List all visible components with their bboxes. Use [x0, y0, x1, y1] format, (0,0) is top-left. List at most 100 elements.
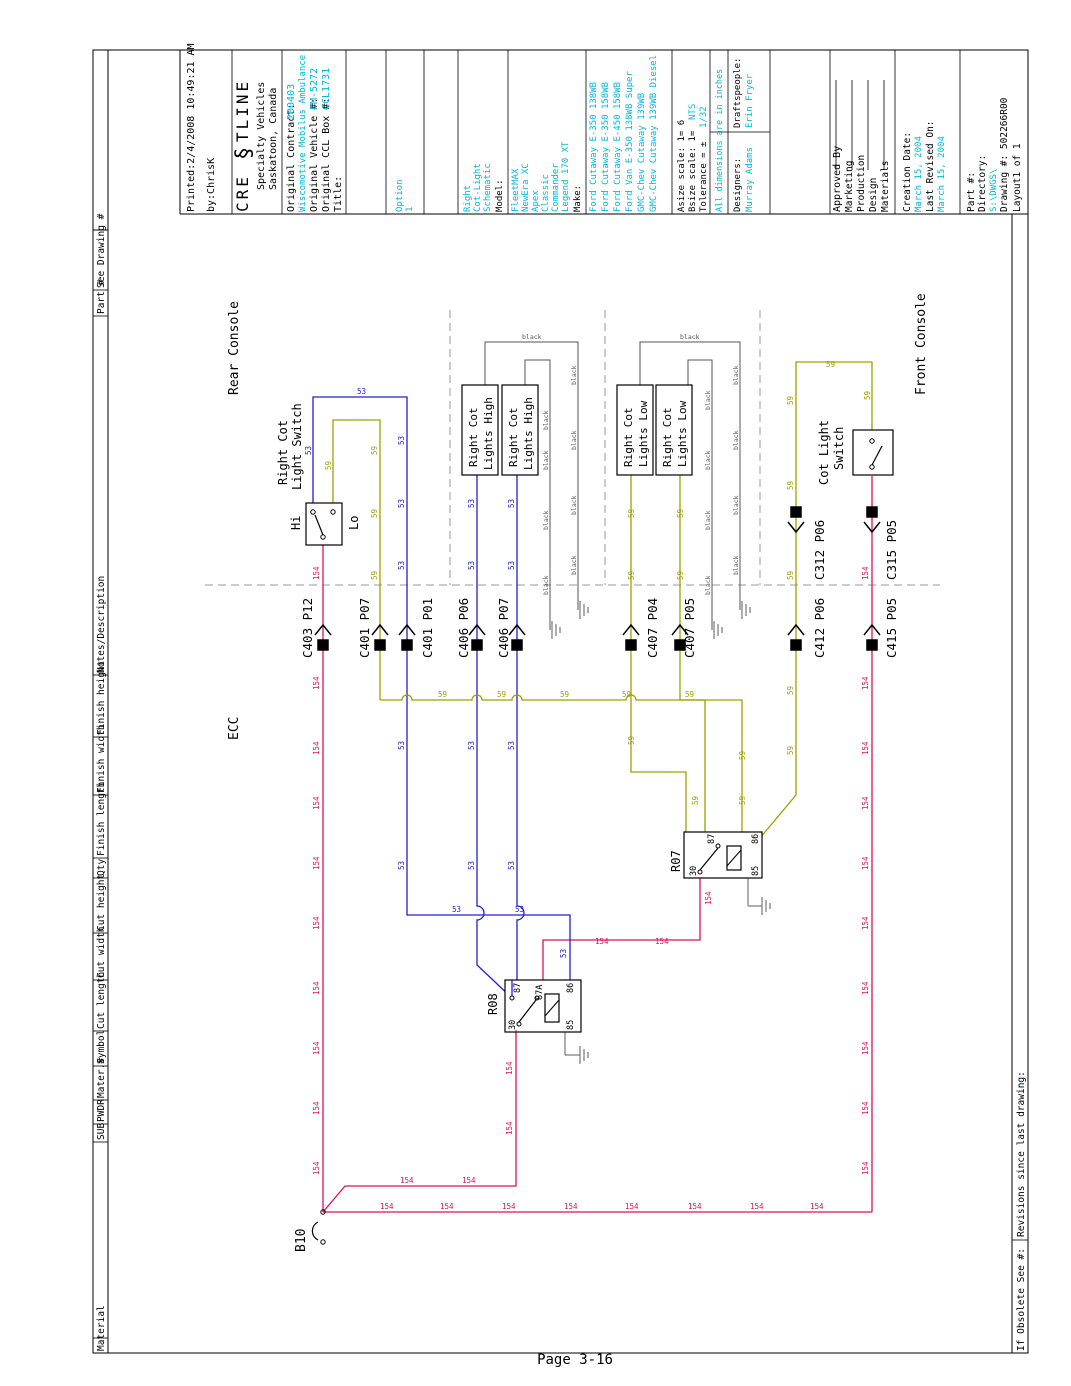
page-frame [92, 49, 1029, 1354]
relay-r07 [683, 831, 763, 879]
wire-label-black: black [542, 510, 550, 530]
wire-label-154: 154 [505, 1061, 514, 1075]
wire-label-59: 59 [826, 360, 835, 369]
wire-label-154: 154 [861, 1161, 870, 1175]
col-notes: Notes/Description [96, 576, 107, 673]
wire-label-154: 154 [312, 741, 321, 755]
model-2: Apex [531, 190, 541, 212]
col-finish-height: Finish height [96, 661, 107, 735]
breaker-label: B10 [294, 1229, 309, 1252]
original-ccl-label: Original CCL Box #: [321, 98, 332, 212]
original-vehicle-label: Original Vehicle #: [309, 98, 320, 212]
wire-label-59: 59 [738, 751, 747, 760]
r08-pin-87a: 87A [535, 985, 545, 1000]
wire-label-59: 59 [685, 690, 694, 699]
wire-label-53: 53 [467, 861, 476, 870]
wire-label-154: 154 [505, 1121, 514, 1135]
drawing-number: Drawing #: 502266R00 [999, 97, 1010, 212]
creation-date-label: Creation Date: [902, 132, 913, 212]
wire-label-black: black [732, 495, 740, 515]
light-high-2-l2: Lights High [522, 397, 535, 470]
wire-label-black: black [732, 365, 740, 385]
col-material: Material [96, 1305, 107, 1351]
model-5: Legend 170 XT [561, 141, 571, 212]
wire-label-154: 154 [400, 1176, 414, 1185]
last-revised-label: Last Revised On: [925, 120, 936, 212]
brand-right: TLINE [233, 79, 252, 142]
wire-label-black: black [542, 575, 550, 595]
wire-label-154: 154 [810, 1202, 824, 1211]
make-label: Make: [573, 185, 583, 212]
wire-label-59: 59 [627, 571, 636, 580]
wire-label-154: 154 [625, 1202, 639, 1211]
drafter-name: Erin Fryer [745, 73, 755, 128]
wire-label-154: 154 [861, 566, 870, 580]
wire-label-154: 154 [861, 796, 870, 810]
light-high-2-l1: Right Cot [507, 407, 520, 467]
creation-date-value: March 15, 2004 [914, 136, 924, 212]
desc-line-1: Right [463, 185, 473, 212]
wire-label-154: 154 [502, 1202, 516, 1211]
wire-label-154: 154 [688, 1202, 702, 1211]
original-contract-label: Original Contract: [286, 104, 297, 212]
front-connectors [787, 506, 881, 534]
wire-label-53: 53 [467, 499, 476, 508]
wire-label-black: black [732, 430, 740, 450]
light-high-1-l1: Right Cot [467, 407, 480, 467]
company-location: Saskatoon, Canada [268, 88, 279, 190]
option-value: 1 [405, 207, 415, 212]
breaker-b10: B10 [294, 1209, 326, 1252]
wire-label-53: 53 [507, 499, 516, 508]
col-finish-length: Finish length [96, 782, 107, 856]
right-cot-light-switch [305, 502, 343, 546]
connector-c401-p01: C401 P01 [420, 598, 435, 658]
model-3: Classic [541, 174, 551, 212]
wire-label-154: 154 [312, 856, 321, 870]
wire-label-53: 53 [397, 741, 406, 750]
all-dimensions: All dimensions are in inches [715, 69, 725, 212]
wire-label-53: 53 [467, 741, 476, 750]
cot-light-switch [852, 429, 894, 512]
wire-label-154: 154 [312, 1041, 321, 1055]
designer-name: Murray Adams [745, 147, 755, 212]
wire-label-black: black [542, 410, 550, 430]
wire-label-black: black [704, 510, 712, 530]
wire-label-59: 59 [676, 509, 685, 518]
desc-line-2: Cot-Light [473, 163, 483, 212]
wire-label-black: black [570, 430, 578, 450]
col-cut-height: Cut height [96, 874, 107, 931]
wire-label-59: 59 [627, 509, 636, 518]
wire-label-154: 154 [312, 916, 321, 930]
wire-label-53: 53 [507, 861, 516, 870]
brand-logo-mark: § [232, 147, 257, 160]
connector-c312-p06: C312 P06 [812, 520, 827, 580]
wire-label-59: 59 [863, 391, 872, 400]
wire-label-black: black [570, 555, 578, 575]
wire-label-154: 154 [595, 937, 609, 946]
connector-c412-p06: C412 P06 [812, 598, 827, 658]
wire-label-53: 53 [397, 436, 406, 445]
wire-label-154: 154 [861, 676, 870, 690]
tolerance: Tolerance = ± [699, 141, 709, 212]
model-label: Model: [495, 179, 505, 212]
approved-by: Approved By [832, 146, 843, 212]
wire-label-154: 154 [462, 1176, 476, 1185]
original-ccl-value: CCL1731 [321, 68, 332, 110]
switch-label-2: Light Switch [290, 403, 304, 490]
asize-scale: Asize scale: 1= 6 [677, 120, 687, 212]
ground-symbols [551, 600, 771, 1065]
wire-label-59: 59 [738, 796, 747, 805]
layout-label: Layout1 of 1 [1012, 143, 1023, 212]
make-5: GMC-Chev Cutaway 139WB Diesel [649, 55, 659, 212]
col-symbol: Symbol [96, 1030, 107, 1064]
light-low-2-l1: Right Cot [661, 407, 674, 467]
connector-c407-p05: C407 P05 [682, 598, 697, 658]
wire-label-154: 154 [312, 566, 321, 580]
wire-label-59: 59 [370, 509, 379, 518]
wire-label-154: 154 [440, 1202, 454, 1211]
wire-label-59: 59 [691, 796, 700, 805]
wire-label-154: 154 [312, 796, 321, 810]
wire-label-59: 59 [786, 746, 795, 755]
wire-label-black: black [522, 333, 542, 341]
wire-label-black: black [680, 333, 700, 341]
